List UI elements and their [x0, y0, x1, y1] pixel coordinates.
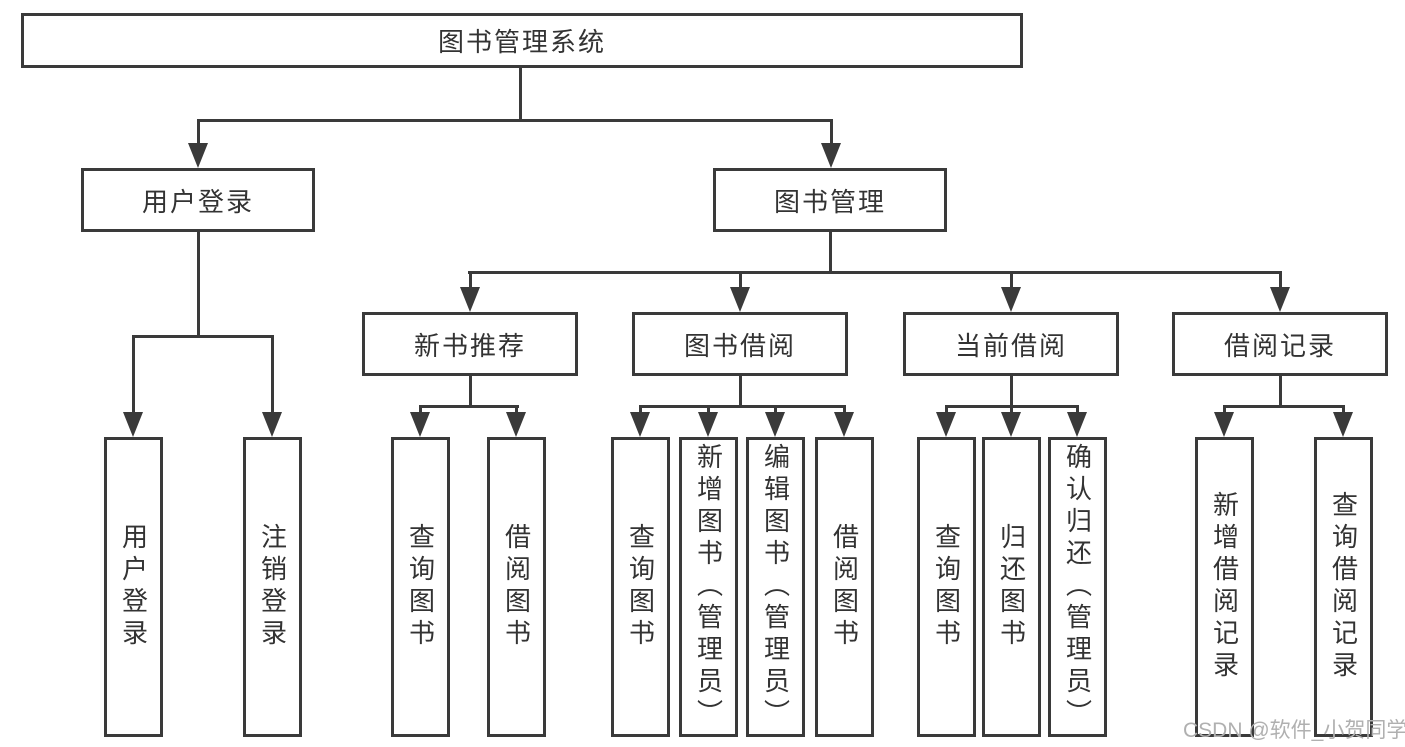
arrow-down-icon: [1214, 412, 1234, 437]
node-label: 查询图书: [931, 523, 962, 651]
arrow-down-icon: [936, 412, 956, 437]
arrow-down-icon: [765, 412, 785, 437]
connector-line: [639, 405, 846, 408]
connector-line: [707, 405, 710, 415]
connector-line: [468, 271, 1282, 274]
node-label: 图书管理系统: [437, 27, 606, 57]
arrow-down-icon: [410, 412, 430, 437]
leaf-query-books-3: 查询图书: [917, 437, 976, 737]
arrow-down-icon: [506, 412, 526, 437]
node-new-book-recommendation: 新书推荐: [362, 312, 578, 376]
csdn-watermark: CSDN @软件_小贺同学: [1183, 719, 1405, 742]
node-label: 新书推荐: [413, 330, 526, 361]
arrow-down-icon: [834, 412, 854, 437]
leaf-add-books-admin: 新增图书（管理员）: [679, 437, 738, 737]
arrow-down-icon: [1067, 412, 1087, 437]
leaf-query-books-1: 查询图书: [391, 437, 450, 737]
connector-line: [515, 405, 518, 415]
arrow-down-icon: [630, 412, 650, 437]
connector-line: [197, 119, 200, 146]
connector-line: [1010, 376, 1013, 407]
node-label: 当前借阅: [954, 330, 1067, 361]
node-book-management: 图书管理: [713, 168, 947, 232]
node-label: 借阅记录: [1223, 330, 1336, 361]
node-user-login: 用户登录: [81, 168, 315, 232]
node-library-management-system: 图书管理系统: [21, 13, 1023, 68]
leaf-borrow-books-1: 借阅图书: [487, 437, 546, 737]
connector-line: [419, 405, 422, 415]
connector-line: [1223, 405, 1345, 408]
connector-line: [739, 376, 742, 407]
leaf-borrow-books-2: 借阅图书: [815, 437, 874, 737]
arrow-down-icon: [730, 287, 750, 312]
node-label: 归还图书: [996, 523, 1027, 651]
node-label: 查询借阅记录: [1328, 491, 1359, 683]
leaf-edit-books-admin: 编辑图书（管理员）: [746, 437, 805, 737]
connector-line: [945, 405, 948, 415]
node-borrowing-records: 借阅记录: [1172, 312, 1388, 376]
connector-line: [739, 271, 742, 291]
node-label: 新增借阅记录: [1209, 491, 1240, 683]
node-label: 图书管理: [773, 186, 886, 217]
connector-line: [1076, 405, 1079, 415]
node-label: 查询图书: [625, 523, 656, 651]
arrow-down-icon: [188, 143, 208, 168]
connector-line: [1010, 271, 1013, 291]
connector-line: [830, 119, 833, 146]
leaf-return-books: 归还图书: [982, 437, 1041, 737]
arrow-down-icon: [1333, 412, 1353, 437]
connector-line: [1223, 405, 1226, 415]
node-book-borrowing: 图书借阅: [632, 312, 848, 376]
arrow-down-icon: [123, 412, 143, 437]
arrow-down-icon: [460, 287, 480, 312]
connector-line: [197, 232, 200, 335]
node-label: 图书借阅: [683, 330, 796, 361]
connector-line: [469, 271, 472, 291]
node-label: 确认归还（管理员）: [1062, 443, 1093, 731]
arrow-down-icon: [1001, 412, 1021, 437]
leaf-query-borrow-record: 查询借阅记录: [1314, 437, 1373, 737]
node-label: 借阅图书: [501, 523, 532, 651]
connector-line: [774, 405, 777, 415]
connector-line: [271, 335, 274, 415]
connector-line: [1279, 271, 1282, 291]
arrow-down-icon: [1001, 287, 1021, 312]
leaf-query-books-2: 查询图书: [611, 437, 670, 737]
connector-line: [519, 68, 522, 119]
node-label: 新增图书（管理员）: [693, 443, 724, 731]
node-label: 借阅图书: [829, 523, 860, 651]
node-label: 用户登录: [118, 523, 149, 651]
connector-line: [469, 376, 472, 407]
arrow-down-icon: [262, 412, 282, 437]
leaf-confirm-return-admin: 确认归还（管理员）: [1048, 437, 1107, 737]
node-label: 用户登录: [141, 186, 254, 217]
connector-line: [197, 119, 833, 122]
node-label: 查询图书: [405, 523, 436, 651]
node-label: 编辑图书（管理员）: [760, 443, 791, 731]
connector-line: [1342, 405, 1345, 415]
connector-line: [843, 405, 846, 415]
connector-line: [1279, 376, 1282, 407]
leaf-logout: 注销登录: [243, 437, 302, 737]
arrow-down-icon: [698, 412, 718, 437]
connector-line: [639, 405, 642, 415]
connector-line: [132, 335, 274, 338]
connector-line: [419, 405, 519, 408]
connector-line: [1010, 405, 1013, 415]
arrow-down-icon: [1270, 287, 1290, 312]
connector-line: [829, 232, 832, 273]
leaf-user-login: 用户登录: [104, 437, 163, 737]
node-label: 注销登录: [257, 523, 288, 651]
arrow-down-icon: [821, 143, 841, 168]
node-current-borrowing: 当前借阅: [903, 312, 1119, 376]
leaf-add-borrow-record: 新增借阅记录: [1195, 437, 1254, 737]
connector-line: [132, 335, 135, 415]
